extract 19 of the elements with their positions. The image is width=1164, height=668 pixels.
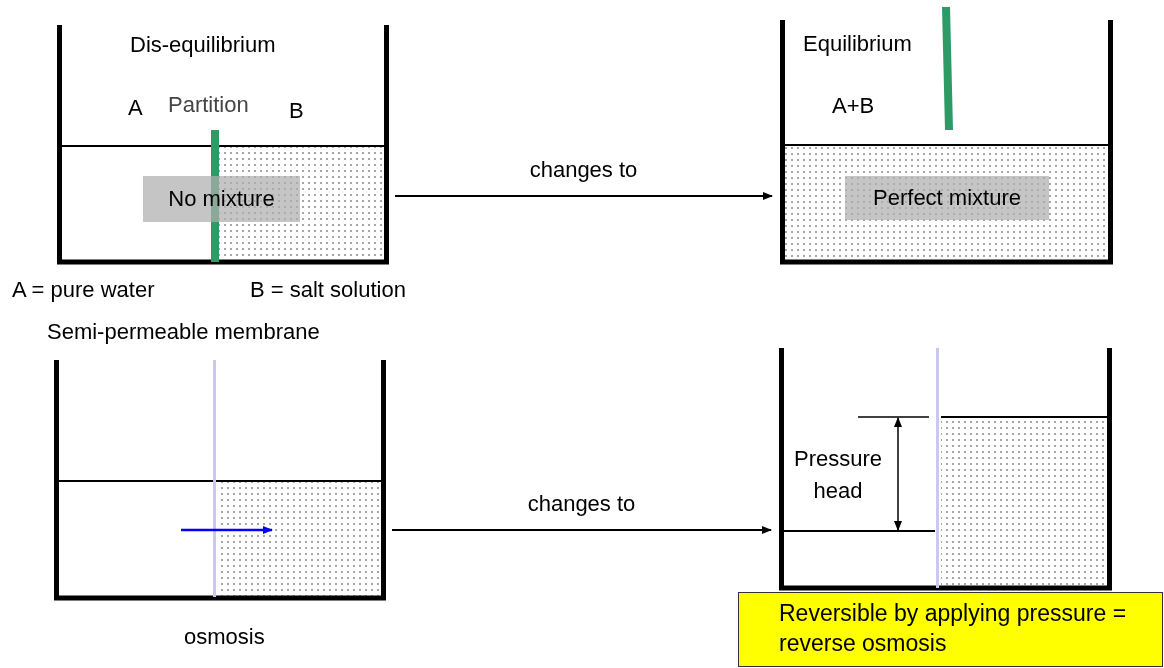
process-caption: osmosis bbox=[184, 624, 265, 650]
note-text: Reversible by applying pressure = reverse osmosis bbox=[779, 599, 1128, 658]
legend-text: B = salt solution bbox=[250, 277, 406, 303]
state-heading: Equilibrium bbox=[803, 31, 912, 57]
arrow bbox=[394, 192, 773, 200]
arrow bbox=[391, 526, 772, 534]
mixture-label: No mixture bbox=[143, 176, 300, 222]
side-label: B bbox=[289, 98, 304, 124]
membrane-heading: Semi-permeable membrane bbox=[47, 319, 320, 345]
state-heading: Dis-equilibrium bbox=[130, 32, 276, 58]
mixture-label: A+B bbox=[832, 93, 875, 119]
note-box bbox=[738, 592, 1163, 667]
pressure-head-label: Pressure head bbox=[792, 445, 883, 505]
legend-text: A = pure water bbox=[12, 277, 155, 303]
mixture-label: Perfect mixture bbox=[845, 176, 1049, 220]
side-label: A bbox=[128, 95, 143, 121]
partition-label: Partition bbox=[168, 92, 249, 118]
edge-label: changes to bbox=[528, 157, 639, 183]
edge-label: changes to bbox=[526, 491, 637, 517]
